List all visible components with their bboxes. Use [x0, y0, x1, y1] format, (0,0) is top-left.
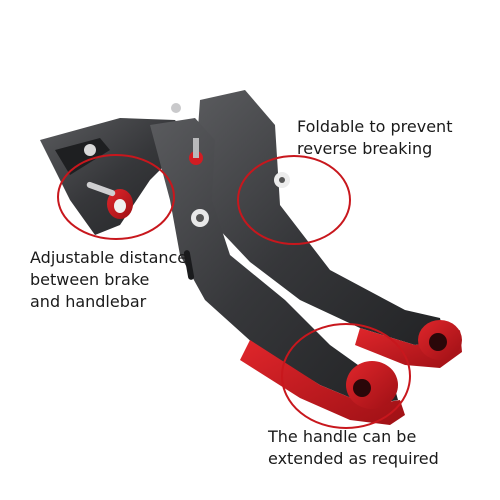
callout-extendable: The handle can be extended as required [268, 426, 439, 470]
callout-adjustable-line2: between brake [30, 270, 150, 289]
callout-adjustable-line3: and handlebar [30, 292, 147, 311]
callout-extendable-line2: extended as required [268, 449, 439, 468]
hardware-details [84, 103, 290, 227]
rear-lever-arm [195, 90, 462, 368]
callout-circle-adjust [57, 154, 175, 240]
callout-foldable-line2: reverse breaking [297, 139, 433, 158]
callout-circle-fold [237, 155, 351, 245]
front-lever-arm [150, 118, 405, 425]
callout-adjustable: Adjustable distance between brake and ha… [30, 247, 187, 313]
left-mount-bracket [40, 118, 190, 235]
callout-circle-extend [281, 323, 411, 429]
callout-foldable: Foldable to prevent reverse breaking [297, 116, 452, 160]
callout-foldable-line1: Foldable to prevent [297, 117, 453, 136]
callout-extendable-line1: The handle can be [268, 427, 417, 446]
callout-adjustable-line1: Adjustable distance [30, 248, 188, 267]
